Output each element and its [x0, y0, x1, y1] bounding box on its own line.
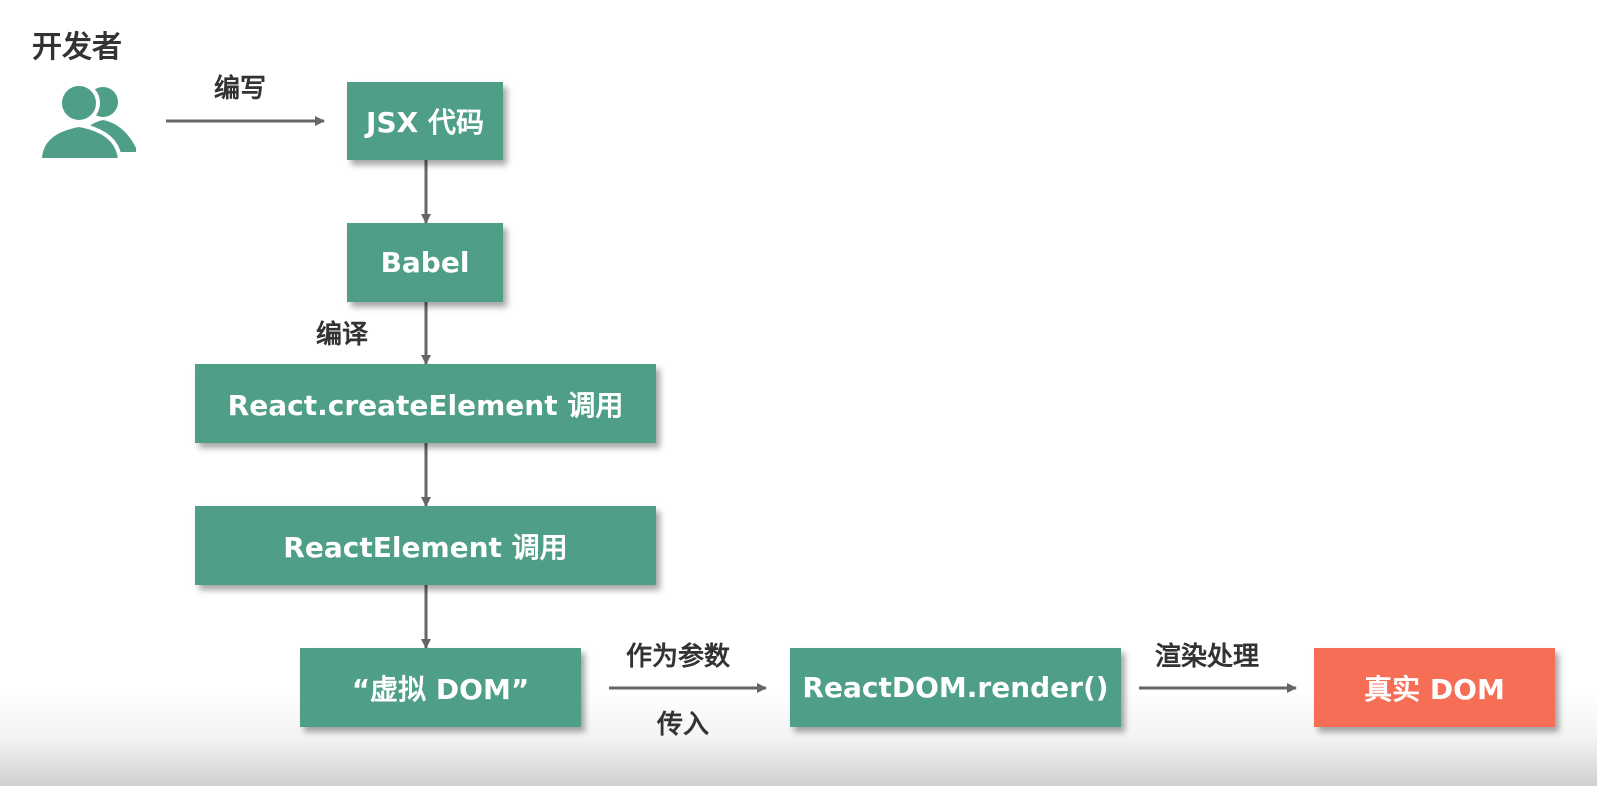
- actor-title: 开发者: [32, 30, 122, 65]
- edge-label-write: 编写: [214, 74, 267, 104]
- node-reactdom-render: ReactDOM.render(): [790, 648, 1121, 727]
- edge-label-render: 渲染处理: [1155, 642, 1260, 672]
- users-icon: [37, 82, 136, 162]
- node-virtual-dom: “虚拟 DOM”: [300, 648, 581, 727]
- edge-label-pass-in: 传入: [657, 710, 710, 740]
- edge-label-compile: 编译: [316, 320, 369, 350]
- node-jsx-code: JSX 代码: [347, 82, 503, 160]
- node-real-dom: 真实 DOM: [1314, 648, 1555, 727]
- node-babel: Babel: [347, 223, 503, 302]
- node-create-element: React.createElement 调用: [195, 364, 656, 443]
- edge-label-as-param: 作为参数: [626, 642, 731, 672]
- node-react-element: ReactElement 调用: [195, 506, 656, 585]
